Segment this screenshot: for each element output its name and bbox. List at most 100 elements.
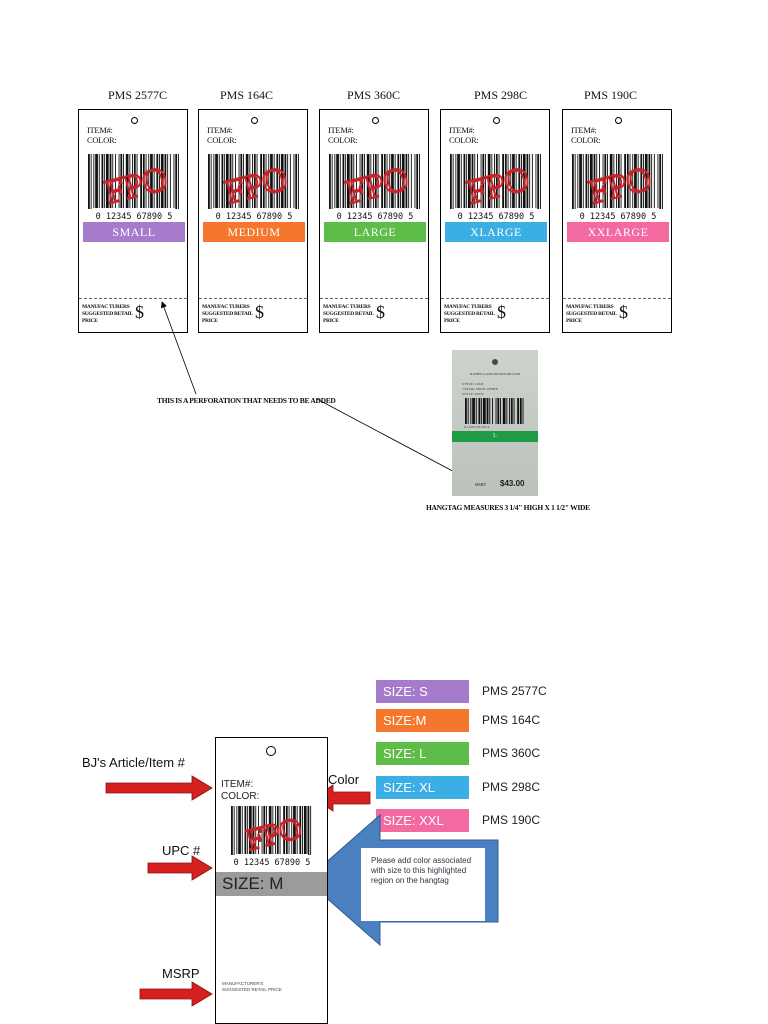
barcode-bar [593,154,596,209]
callout-item: BJ's Article/Item # [82,755,185,770]
arrow-to-photo [316,398,463,477]
barcode-bar [339,154,341,209]
barcode-bar [452,154,454,209]
legend-pms: PMS 164C [482,713,541,727]
barcode-bar [455,154,457,209]
barcode-bar [401,154,405,209]
barcode-bar [465,398,467,424]
barcode-bar [150,154,153,209]
barcode-bar [577,154,579,209]
barcode-bar [241,806,243,855]
barcode-bar [235,154,236,209]
size-band: LARGE [324,222,426,242]
barcode-bar [512,154,515,209]
barcode-bar [265,154,267,209]
barcode-bar [585,154,588,209]
barcode-bar [370,154,372,209]
tag-item-color: ITEM#:COLOR: [328,125,358,145]
barcode-bar [115,154,116,209]
callout-color: Color [328,772,360,787]
barcode-bar [359,154,361,209]
barcode-bar [498,154,500,209]
barcode-bar [659,154,662,209]
photo-caption: HANGTAG MEASURES 3 1/4" HIGH X 1 1/2" WI… [426,503,590,512]
barcode-bar [244,806,247,855]
upc-number: 0 12345 67890 5 [96,212,173,220]
photo-style2: STYLE: 43170 [462,392,484,396]
barcode-bar [112,154,114,209]
dollar-sign: $ [497,302,506,322]
dollar-sign: $ [376,302,385,322]
barcode-bar [299,806,302,855]
barcode-bar [160,154,164,209]
barcode-bar [629,154,631,209]
barcode-bar [662,154,663,209]
barcode-bar [521,154,522,209]
legend-swatch: SIZE: S [376,680,469,703]
barcode-bar [374,154,377,209]
barcode-bar [643,154,644,209]
perforation-line [199,298,307,299]
barcode-bar [472,398,475,424]
barcode-bar [106,154,109,209]
barcode-bar [289,154,291,209]
barcode-bar [588,154,590,209]
tag-color-label: COLOR: [571,135,601,145]
barcode-bar [238,806,241,855]
barcode-bar [159,154,160,209]
legend-swatch: SIZE:M [376,709,469,732]
tag-color-label: COLOR: [87,135,117,145]
barcode-bar [210,154,212,209]
barcode-bar [164,154,167,209]
barcode-bar [582,154,584,209]
barcode-bar [104,154,106,209]
size-band: SMALL [83,222,185,242]
tag-hole [493,117,500,124]
barcode-bar [617,154,620,209]
barcode-bar [572,154,574,209]
barcode-bar [276,806,279,855]
barcode-bar [510,398,513,424]
barcode-bar [386,154,388,209]
barcode-bar [574,154,576,209]
barcode-bar [517,398,519,424]
barcode-bar [502,398,506,424]
barcode-bar [266,806,267,855]
barcode-bar [537,154,540,209]
barcode-bar [609,154,613,209]
barcode-bar [260,154,262,209]
msrp-text: MANUFAC TURERS SUGGESTED RETAIL PRICE [323,304,374,324]
barcode-bar [153,154,155,209]
barcode-bar [258,806,259,855]
barcode-bar [604,154,607,209]
barcode-bar [482,154,485,209]
barcode-bar [366,154,370,209]
barcode-bar [468,154,471,209]
barcode-bar [457,154,460,209]
tag-item-label: ITEM#: [87,125,113,135]
perforation-note: THIS IS A PERFORATION THAT NEEDS TO BE A… [157,396,336,405]
barcode-bar [125,154,129,209]
barcode-bar [500,398,501,424]
perforation-line [441,298,549,299]
barcode-bar [529,154,531,209]
barcode-bar [495,398,497,424]
upc-number: 0 12345 67890 5 [337,212,414,220]
msrp-text: MANUFAC TURERS SUGGESTED RETAIL PRICE [444,304,495,324]
tag-hole [266,746,276,756]
barcode-bar [648,154,651,209]
hangtag-photo: RAPHELLASPORTSWEAR.COM STYLE: 12345 COLO… [452,350,538,496]
barcode-bar [345,154,347,209]
barcode-bar [303,806,307,855]
barcode-bar [249,154,251,209]
barcode-bar [467,398,469,424]
barcode-bar [657,154,659,209]
barcode-bar [515,154,517,209]
photo-color: COLOR: SNOW WHITE [462,387,499,391]
barcode-bar [599,154,600,209]
barcode-bar [405,154,408,209]
barcode-bar [507,154,509,209]
